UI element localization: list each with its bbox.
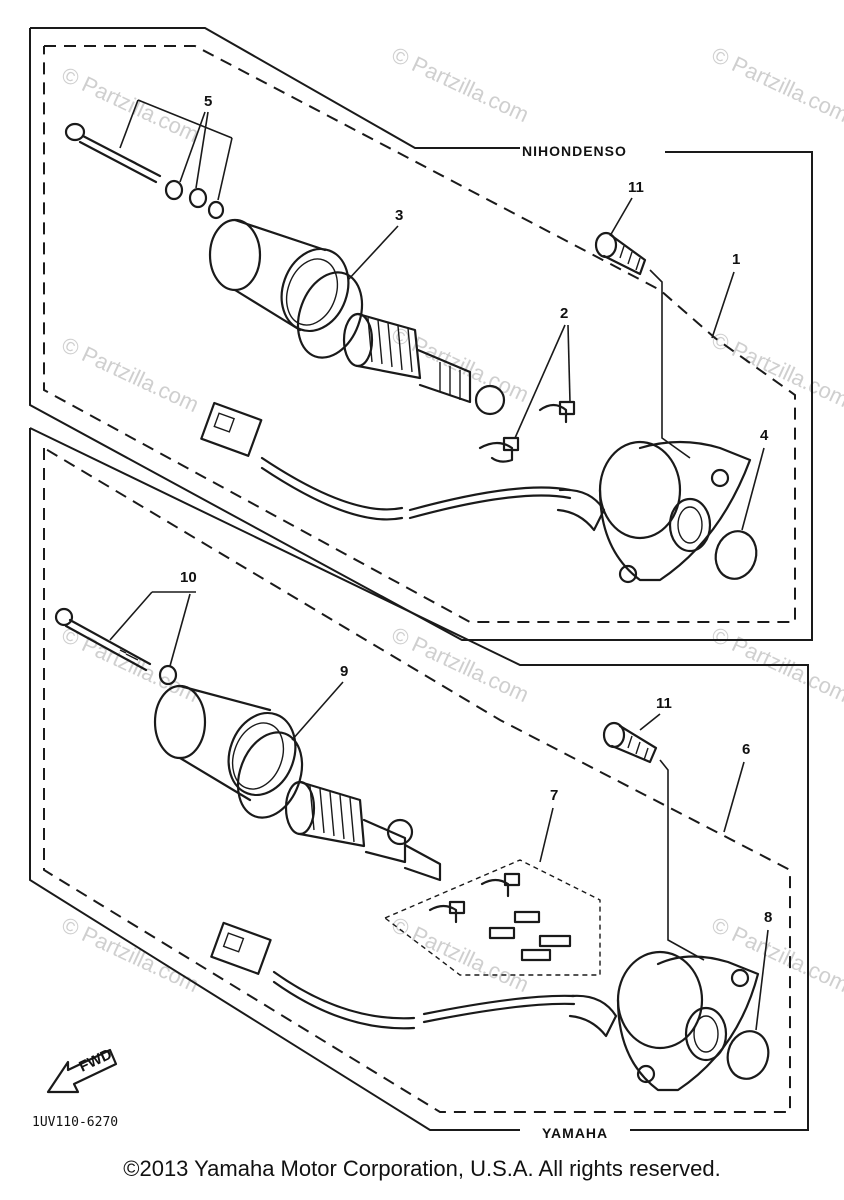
callout-5: 5 — [119, 93, 233, 201]
watermark-layer: © Partzilla.com © Partzilla.com © Partzi… — [58, 42, 844, 997]
assembly-nihondenso: NIHONDENSO 5 — [29, 27, 813, 641]
drawing-code: 1UV110-6270 — [32, 1115, 118, 1130]
svg-text:10: 10 — [180, 569, 197, 586]
svg-text:7: 7 — [550, 787, 558, 804]
group-label-nihondenso: NIHONDENSO — [522, 143, 627, 159]
svg-text:© Partzilla.com: © Partzilla.com — [708, 327, 844, 412]
yoke-housing-top — [208, 218, 350, 333]
svg-text:2: 2 — [560, 305, 568, 322]
svg-text:9: 9 — [340, 663, 348, 680]
armature-bottom — [284, 780, 442, 882]
callout-1: 1 — [711, 251, 740, 339]
svg-text:© Partzilla.com: © Partzilla.com — [58, 62, 203, 147]
svg-text:© Partzilla.com: © Partzilla.com — [58, 332, 203, 417]
inner-frame-top — [43, 45, 796, 623]
armature-top — [342, 312, 506, 416]
copyright-footer: ©2013 Yamaha Motor Corporation, U.S.A. A… — [123, 1156, 721, 1181]
outer-frame-top — [30, 27, 520, 149]
assembly-yamaha: YAMAHA 10 9 — [29, 427, 809, 1141]
washers-top — [164, 179, 225, 220]
long-bolt-top — [64, 122, 162, 184]
diagram-canvas: © Partzilla.com © Partzilla.com © Partzi… — [29, 27, 844, 1141]
outer-frame-bottom-right — [29, 427, 809, 1131]
o-ring-8: 8 — [726, 909, 772, 1080]
callout-6: 6 — [723, 741, 750, 833]
svg-text:4: 4 — [760, 427, 769, 444]
brush-set-2: 2 — [478, 305, 576, 463]
inner-frame-bottom — [43, 447, 791, 1113]
svg-text:8: 8 — [764, 909, 772, 926]
svg-text:11: 11 — [656, 695, 672, 712]
screw-11-bottom: 11 — [602, 695, 705, 961]
svg-text:FWD: FWD — [77, 1046, 115, 1076]
yoke-housing-bottom — [153, 684, 297, 802]
svg-text:© Partzilla.com: © Partzilla.com — [388, 912, 533, 997]
fwd-arrow: FWD — [46, 1046, 118, 1094]
end-cover-top — [598, 440, 752, 584]
svg-text:5: 5 — [204, 93, 212, 110]
brush-kit-7: 7 — [383, 787, 601, 976]
o-ring-4: 4 — [714, 427, 769, 580]
svg-text:3: 3 — [395, 207, 403, 224]
svg-text:© Partzilla.com: © Partzilla.com — [388, 622, 533, 707]
outer-frame-top-right — [29, 28, 813, 641]
o-ring-3: 3 — [296, 207, 403, 359]
svg-text:11: 11 — [628, 179, 644, 196]
o-ring-9: 9 — [236, 663, 348, 819]
svg-text:© Partzilla.com: © Partzilla.com — [388, 42, 533, 127]
outer-frame-bottom — [29, 428, 520, 1131]
long-bolt-bottom: 10 — [54, 569, 197, 686]
end-cover-bottom — [616, 950, 760, 1092]
svg-text:© Partzilla.com: © Partzilla.com — [708, 42, 844, 127]
svg-text:© Partzilla.com: © Partzilla.com — [708, 912, 844, 997]
svg-text:1: 1 — [732, 251, 740, 268]
connector-wire-bottom — [210, 921, 618, 1038]
svg-text:6: 6 — [742, 741, 750, 758]
connector-wire-top — [200, 401, 606, 532]
group-label-yamaha: YAMAHA — [542, 1125, 608, 1141]
screw-11-top: 11 — [594, 179, 691, 459]
